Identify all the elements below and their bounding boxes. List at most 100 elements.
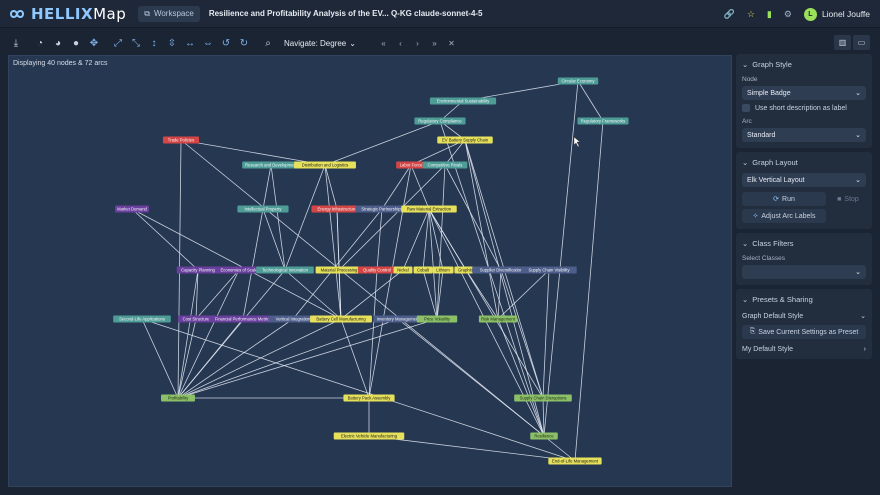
graph-arc-market-cellmfg[interactable] — [131, 208, 342, 320]
graph-arc-rnd-tech[interactable] — [270, 164, 286, 271]
graph-arc-rawmat-cobalt[interactable] — [422, 208, 430, 271]
graph-arc-ip-finperf[interactable] — [242, 208, 264, 320]
graph-arc-rnd-ip[interactable] — [262, 164, 272, 210]
graph-node-strat[interactable]: Strategic Partnerships — [355, 205, 409, 213]
graph-arc-compet-matproc[interactable] — [338, 164, 446, 271]
graph-node-packasm[interactable]: Battery Pack Assembly — [343, 394, 395, 402]
graph-node-envsus[interactable]: Environmental Sustainability — [429, 97, 497, 105]
graph-node-cobalt[interactable]: Cobalt — [413, 266, 433, 274]
shrink-horizontal-icon[interactable]: ⇔ — [203, 37, 213, 49]
node-style-select[interactable]: Simple Badge⌄ — [742, 86, 866, 100]
graph-arc-inventory-resilience[interactable] — [397, 318, 545, 437]
class-select[interactable]: ⌄ — [742, 265, 866, 279]
previous-icon[interactable]: ‹ — [399, 38, 402, 48]
graph-arc-supdiv-scdisrupt[interactable] — [500, 269, 544, 399]
graph-node-cost[interactable]: Cost Structure — [177, 315, 215, 323]
graph-node-resilience[interactable]: Resilience — [530, 432, 558, 440]
shrink-diagonal-icon[interactable]: ⤡ — [132, 37, 140, 49]
graph-arc-supvis-scdisrupt[interactable] — [542, 269, 550, 399]
expand-icon[interactable]: ✥ — [89, 37, 99, 49]
shrink-vertical-icon[interactable]: ⇳ — [167, 37, 177, 49]
stretch-vertical-icon[interactable]: ↕ — [151, 37, 157, 49]
layout-select[interactable]: Elk Vertical Layout⌄ — [742, 173, 866, 187]
graph-node-capacity[interactable]: Capacity Planning — [176, 266, 220, 274]
graph-node-vehmfg[interactable]: Electric Vehicle Manufacturing — [333, 432, 405, 440]
graph-node-graphite[interactable]: Graphite — [454, 266, 478, 274]
binoculars-icon[interactable]: ⌕ — [265, 37, 271, 49]
graph-node-rnd[interactable]: Research and Development — [242, 161, 300, 169]
graph-node-eol[interactable]: End-of-Life Management — [548, 457, 602, 465]
graph-arc-labor-packasm[interactable] — [368, 164, 412, 399]
graph-node-evsupply[interactable]: EV Battery Supply Chain — [437, 136, 493, 144]
star-icon[interactable]: ☆ — [746, 8, 755, 19]
graph-node-econ[interactable]: Economies of Scale — [216, 266, 262, 274]
graph-arc-rawmat-lithium[interactable] — [428, 208, 444, 271]
adjust-arc-labels-button[interactable]: ✧Adjust Arc Labels — [742, 209, 826, 223]
panel-right-icon[interactable]: ▭ — [853, 35, 870, 50]
stretch-diagonal-icon[interactable]: ⤢ — [114, 37, 122, 49]
graph-arc-riskmgmt-resilience[interactable] — [497, 318, 545, 437]
graph-node-seclife[interactable]: Second-Life Applications — [113, 315, 171, 323]
graph-arc-matproc-cellmfg[interactable] — [338, 269, 342, 320]
graph-arc-dist-energy[interactable] — [324, 164, 338, 210]
graph-node-market[interactable]: Market Demand — [115, 205, 149, 213]
zoom-fit-icon[interactable]: ◕ — [54, 37, 62, 49]
close-icon[interactable]: ✕ — [448, 38, 455, 48]
zoom-out-icon[interactable]: ◔ — [36, 37, 44, 49]
rotate-right-icon[interactable]: ↻ — [239, 37, 249, 49]
graph-arc-compet-supdiv[interactable] — [444, 164, 502, 271]
graph-arc-evsupply-labor[interactable] — [410, 139, 466, 166]
workspace-button[interactable]: ⧉ Workspace — [138, 5, 200, 22]
graph-arc-tech-cellmfg[interactable] — [284, 269, 342, 320]
panel-left-icon[interactable]: ▥ — [834, 35, 851, 50]
app-logo[interactable]: HELLIXMap — [6, 5, 126, 23]
graph-arc-vertint-profit[interactable] — [177, 318, 294, 399]
graph-node-quality[interactable]: Quality Control — [357, 266, 397, 274]
graph-arc-inventory-profit[interactable] — [177, 318, 399, 399]
graph-node-matproc[interactable]: Material Processing — [315, 266, 363, 274]
navigate-dropdown[interactable]: Navigate: Degree ⌄ — [284, 39, 356, 48]
graph-arc-supvis-riskmgmt[interactable] — [497, 269, 550, 320]
save-preset-button[interactable]: ⎘Save Current Settings as Preset — [742, 325, 866, 339]
graph-arc-scdisrupt-resilience[interactable] — [542, 397, 545, 437]
graph-arc-regcomp-resilience[interactable] — [439, 120, 545, 437]
graph-node-trade[interactable]: Trade Policies — [162, 136, 200, 144]
graph-node-inventory[interactable]: Inventory Management — [373, 315, 423, 323]
graph-default-style-row[interactable]: Graph Default Style⌄ — [742, 312, 866, 321]
arc-style-select[interactable]: Standard⌄ — [742, 128, 866, 142]
graph-arc-resilience-eol[interactable] — [543, 435, 576, 462]
graph-arc-graphite-riskmgmt[interactable] — [465, 269, 499, 320]
my-default-style-row[interactable]: My Default Style› — [742, 346, 866, 353]
graph-arc-finperf-profit[interactable] — [177, 318, 244, 399]
graph-arc-quality-packasm[interactable] — [368, 269, 378, 399]
graph-arc-vehmfg-eol[interactable] — [368, 435, 576, 462]
class-filters-header[interactable]: ⌄Class Filters — [742, 237, 866, 249]
graph-node-tech[interactable]: Technological Innovation — [256, 266, 314, 274]
graph-arc-labor-rawmat[interactable] — [410, 164, 430, 210]
graph-node-rawmat[interactable]: Raw Material Extraction — [401, 205, 457, 213]
next-icon[interactable]: › — [416, 38, 419, 48]
link-icon[interactable]: 🔗 — [723, 8, 735, 19]
last-icon[interactable]: » — [432, 38, 437, 48]
graph-node-supdiv[interactable]: Supplier Diversification — [472, 266, 530, 274]
graph-arc-capacity-cost[interactable] — [195, 269, 199, 320]
graph-node-nickel[interactable]: Nickel — [393, 266, 413, 274]
graph-arc-circ-resilience[interactable] — [543, 80, 579, 437]
graph-layout-header[interactable]: ⌄Graph Layout — [742, 156, 866, 168]
graph-arc-econ-profit[interactable] — [177, 269, 240, 399]
graph-arc-evsupply-riskmgmt[interactable] — [464, 139, 499, 320]
export-icon[interactable]: ⤓ — [13, 37, 19, 49]
graph-arc-dist-cellmfg[interactable] — [324, 164, 342, 320]
graph-arc-circ-regfw[interactable] — [577, 80, 604, 122]
graph-arc-regfw-eol[interactable] — [574, 120, 604, 462]
settings-icon[interactable]: ⚙ — [783, 8, 792, 19]
graph-node-profit[interactable]: Profitability — [161, 394, 195, 402]
graph-arc-trade-resilience[interactable] — [180, 139, 545, 437]
stop-button[interactable]: ■Stop — [830, 192, 866, 206]
presets-header[interactable]: ⌄Presets & Sharing — [742, 293, 866, 305]
graph-arc-cellmfg-packasm[interactable] — [340, 318, 370, 399]
graph-arc-seclife-profit[interactable] — [141, 318, 179, 399]
first-icon[interactable]: « — [381, 38, 386, 48]
